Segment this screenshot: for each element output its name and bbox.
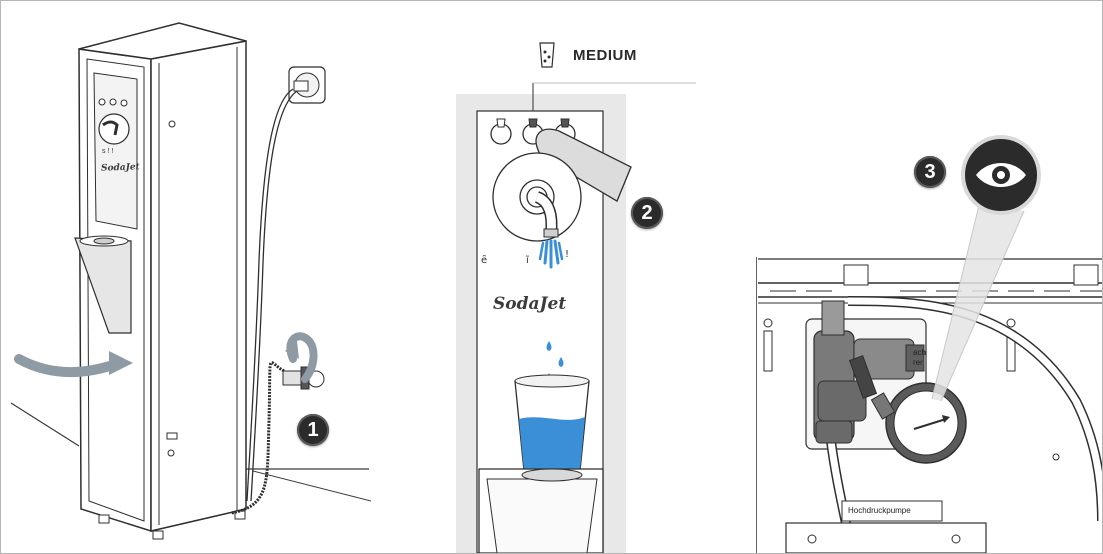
medium-label: MEDIUM (573, 47, 637, 64)
eye-icon (963, 137, 1039, 213)
step-2-panel: ȇ ĩ ! MEDIUM SodaJet 2 (441, 1, 701, 553)
step-1-badge: 1 (297, 414, 329, 446)
label-b: rer (913, 358, 923, 367)
step-2-badge: 2 (631, 197, 663, 229)
brand-logo: SodaJet (493, 294, 566, 314)
svg-text:!: ! (565, 249, 569, 260)
step-2-drawing: ȇ ĩ ! (441, 1, 701, 553)
svg-text:ȇ: ȇ (481, 254, 487, 266)
step-1-drawing: s ! ! (1, 1, 371, 553)
step-3-panel: Hochdruckpumpe ach rer 3 (756, 1, 1102, 553)
step-3-badge: 3 (914, 156, 946, 188)
label-a: ach (913, 348, 926, 357)
brand-logo: SodaJet (101, 162, 140, 173)
step-3-drawing (756, 1, 1102, 553)
pump-plate: Hochdruckpumpe (848, 506, 911, 515)
svg-text:ĩ: ĩ (525, 255, 529, 266)
svg-text:s ! !: s ! ! (102, 148, 113, 155)
step-1-panel: s ! ! (1, 1, 371, 553)
